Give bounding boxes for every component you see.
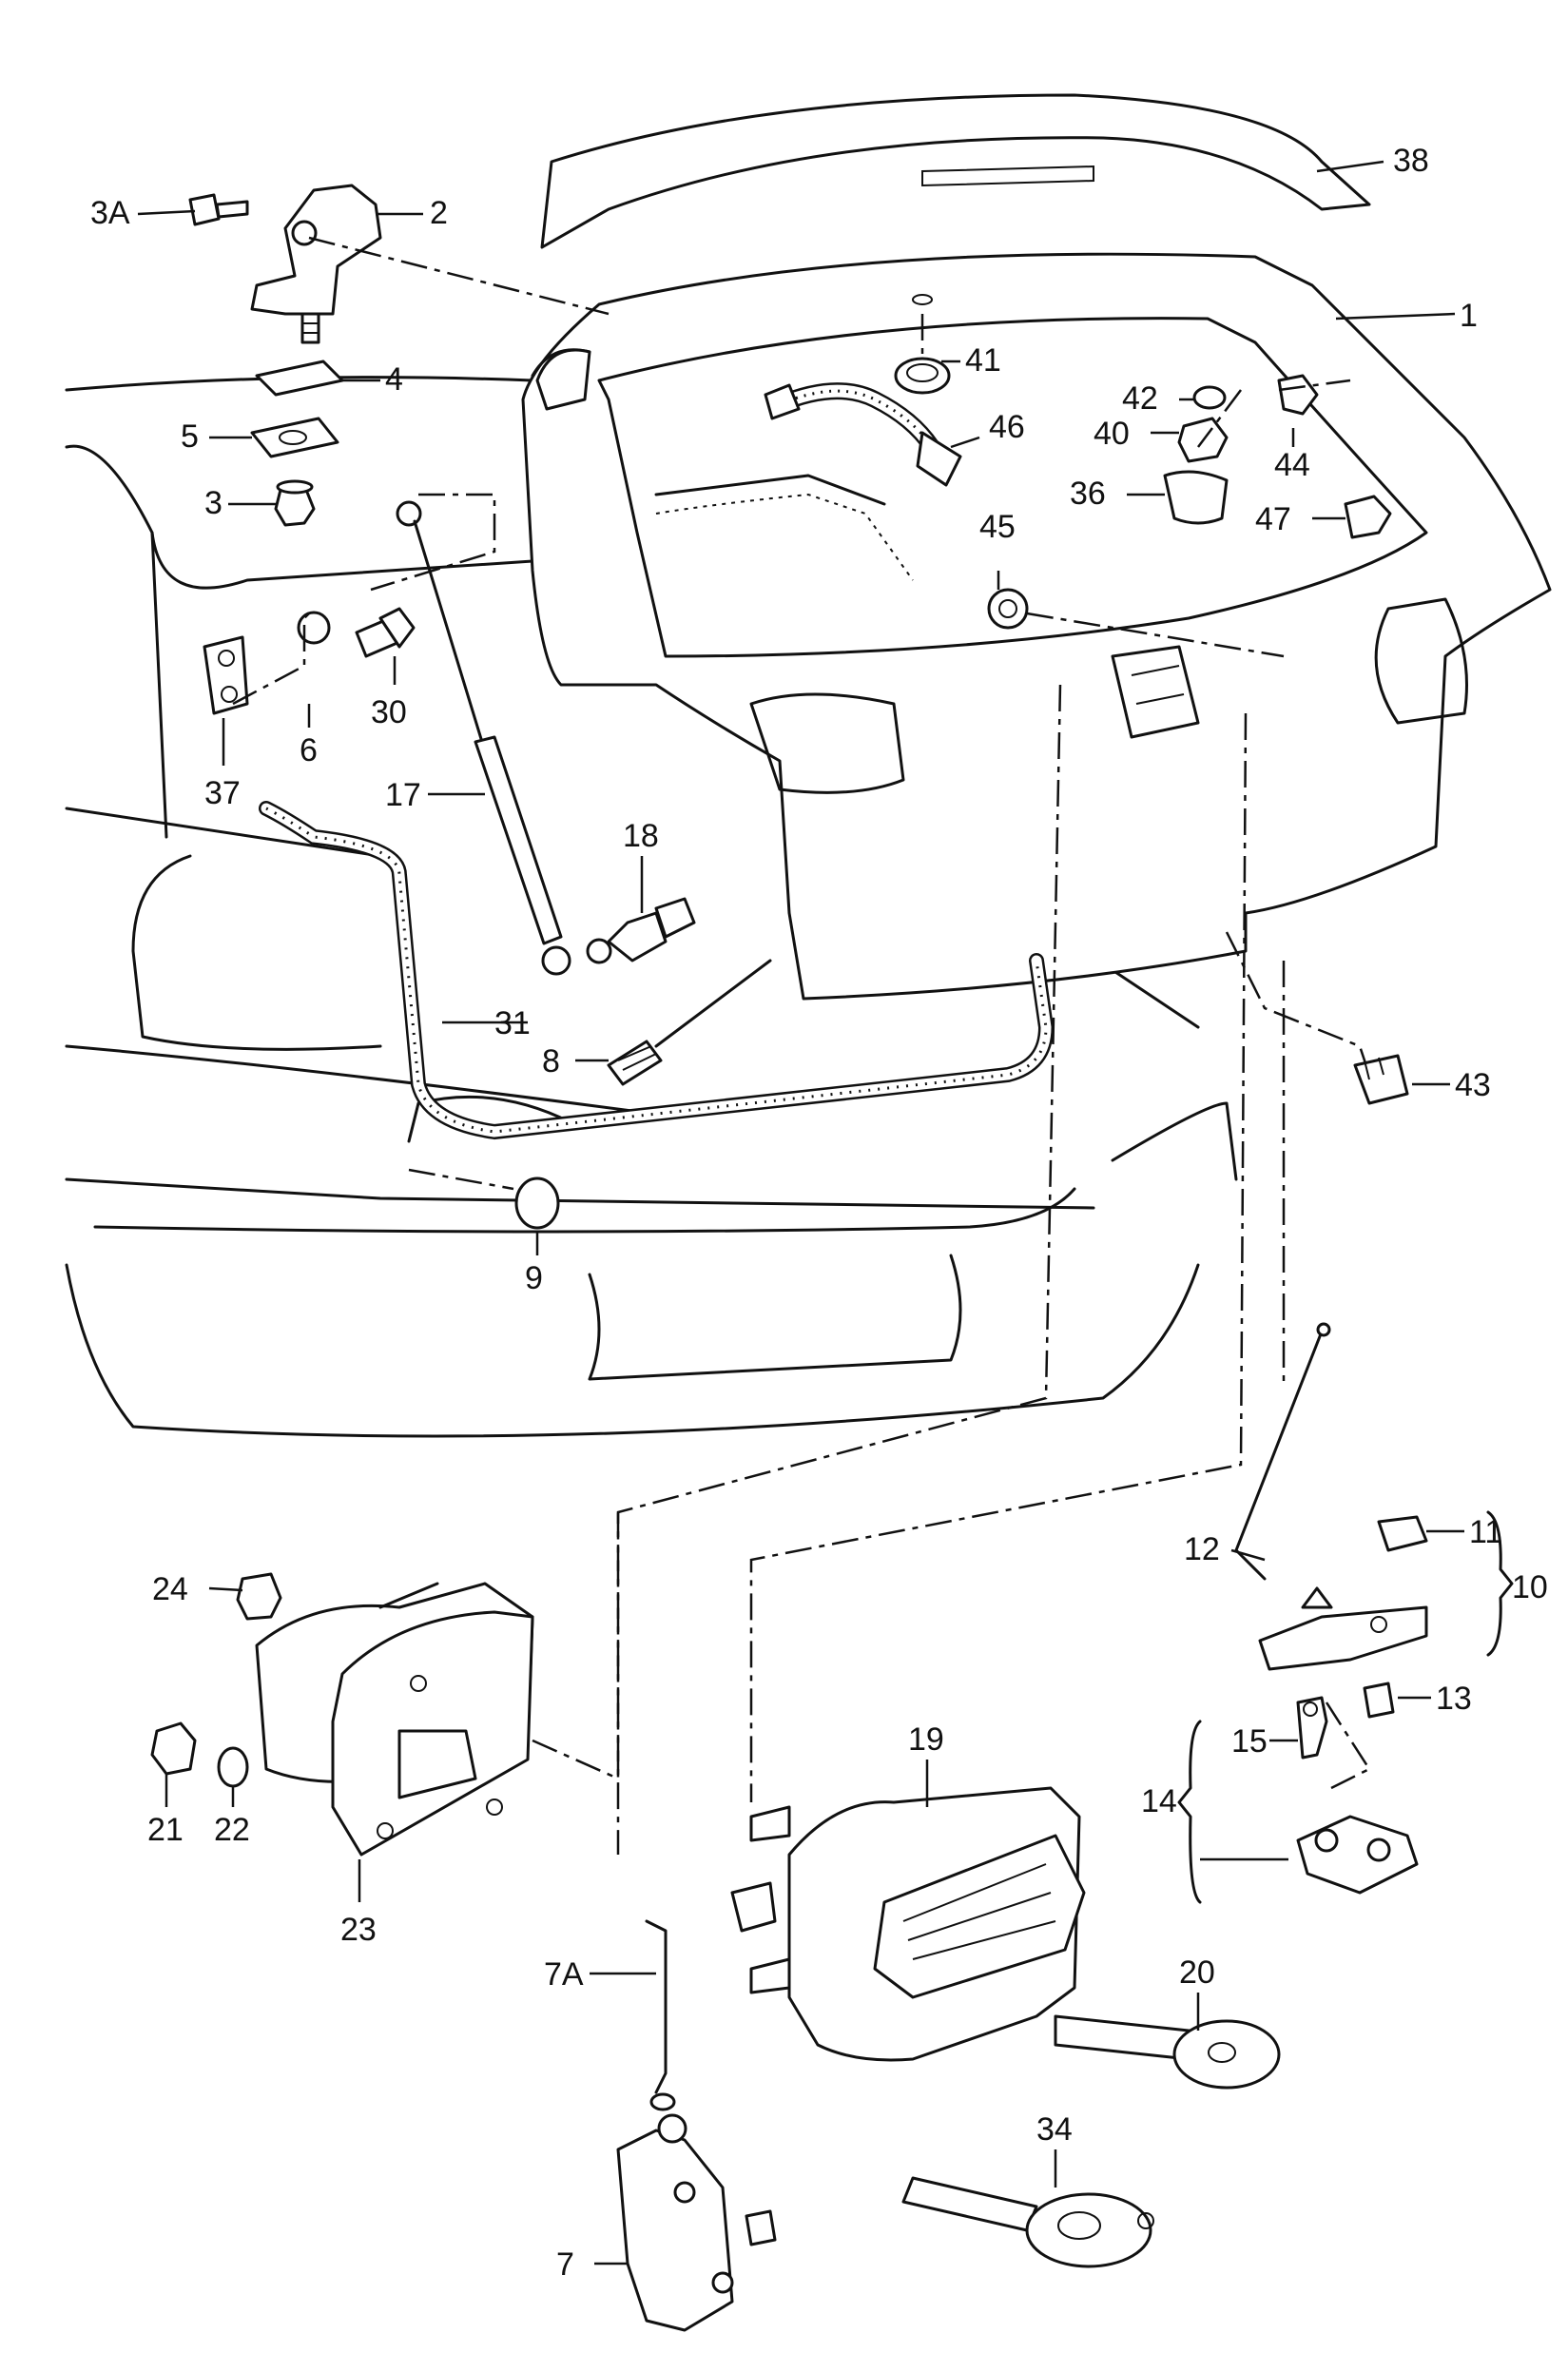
callout-12: 12 bbox=[1184, 1531, 1220, 1567]
hinge-leader bbox=[308, 236, 610, 316]
grommet-45 bbox=[987, 588, 1285, 658]
callout-20: 20 bbox=[1179, 1954, 1215, 1991]
callout-42: 42 bbox=[1122, 380, 1158, 417]
callout-5: 5 bbox=[181, 418, 199, 455]
callout-13: 13 bbox=[1436, 1681, 1472, 1717]
callout-41: 41 bbox=[965, 342, 1001, 379]
latch-mount-plate bbox=[1111, 645, 1200, 739]
callout-45: 45 bbox=[979, 509, 1016, 545]
callout-31: 31 bbox=[494, 1005, 531, 1041]
rubber-buffer bbox=[607, 959, 772, 1086]
bump-stop-bracket bbox=[203, 608, 331, 715]
callout-34: 34 bbox=[1036, 2111, 1073, 2148]
callout-4: 4 bbox=[385, 361, 403, 398]
grommet-41 bbox=[894, 294, 951, 395]
hinge-nut bbox=[274, 479, 316, 527]
callout-24: 24 bbox=[152, 1571, 188, 1607]
micro-switch-rod bbox=[645, 1919, 676, 2111]
callout-11: 11 bbox=[1469, 1514, 1502, 1550]
callout-38: 38 bbox=[1393, 143, 1429, 179]
tailgate-leaders bbox=[1197, 379, 1351, 448]
lock-cylinder bbox=[1054, 2014, 1281, 2090]
latch-cable-12 bbox=[1234, 1322, 1331, 1581]
callout-1: 1 bbox=[1460, 298, 1478, 334]
bracket-10 bbox=[1486, 1510, 1514, 1657]
key bbox=[901, 2176, 1154, 2268]
callout-8: 8 bbox=[542, 1043, 560, 1079]
callout-6: 6 bbox=[300, 732, 318, 768]
callout-labels: 1 2 3A 3 4 5 6 7 7A 8 9 10 11 12 13 14 1… bbox=[90, 143, 1548, 2283]
callout-15: 15 bbox=[1231, 1723, 1268, 1760]
callout-7a: 7A bbox=[544, 1956, 584, 1993]
callout-47: 47 bbox=[1255, 501, 1291, 537]
body-cap bbox=[408, 1168, 560, 1230]
callout-17: 17 bbox=[385, 777, 421, 813]
callout-3a: 3A bbox=[90, 195, 130, 231]
callout-44: 44 bbox=[1274, 447, 1310, 483]
bracket-14 bbox=[1177, 1720, 1202, 1904]
gas-strut bbox=[370, 493, 571, 976]
latch-switch-11 bbox=[1377, 1515, 1428, 1552]
callout-22: 22 bbox=[214, 1812, 250, 1848]
striker-14 bbox=[1296, 1815, 1419, 1895]
callout-14: 14 bbox=[1141, 1783, 1177, 1819]
callout-36: 36 bbox=[1070, 476, 1106, 512]
clip-44 bbox=[1277, 374, 1319, 416]
rear-spoiler bbox=[540, 93, 1371, 249]
clip-43 bbox=[1353, 1054, 1409, 1105]
hinge-bolt bbox=[188, 193, 249, 226]
tailgate-hinge bbox=[250, 184, 382, 344]
callout-30: 30 bbox=[371, 694, 407, 730]
handle-housing-left bbox=[255, 1512, 620, 1857]
handle-housing-right bbox=[730, 1786, 1086, 2062]
tailgate-latch bbox=[1258, 1586, 1428, 1671]
callout-leaders bbox=[137, 160, 1464, 2265]
callout-9: 9 bbox=[525, 1260, 543, 1296]
buffer-47 bbox=[1344, 495, 1392, 539]
bracket-bolt bbox=[355, 607, 416, 658]
hinge-gasket bbox=[255, 360, 344, 397]
callout-43: 43 bbox=[1455, 1067, 1491, 1103]
callout-18: 18 bbox=[623, 818, 659, 854]
callout-7: 7 bbox=[556, 2246, 574, 2283]
callout-46: 46 bbox=[989, 409, 1025, 445]
callout-3: 3 bbox=[204, 485, 223, 521]
washer-22 bbox=[217, 1746, 249, 1788]
callout-2: 2 bbox=[430, 195, 448, 231]
bump-stop-36 bbox=[1163, 470, 1229, 525]
ball-stud bbox=[586, 897, 696, 964]
callout-21: 21 bbox=[147, 1812, 184, 1848]
callout-23: 23 bbox=[340, 1912, 377, 1948]
nut-24 bbox=[236, 1572, 282, 1621]
callout-40: 40 bbox=[1094, 416, 1130, 452]
washer-hose-46 bbox=[764, 382, 962, 487]
callout-37: 37 bbox=[204, 775, 241, 811]
striker-screw-15 bbox=[1296, 1696, 1328, 1760]
micro-switch bbox=[616, 2113, 777, 2332]
latch-screw-13 bbox=[1363, 1682, 1395, 1719]
tailgate bbox=[521, 252, 1552, 1001]
nut-21 bbox=[150, 1721, 197, 1776]
callout-19: 19 bbox=[908, 1721, 944, 1758]
callout-10: 10 bbox=[1512, 1569, 1548, 1605]
weatherstrip bbox=[259, 801, 1055, 1140]
washer-42 bbox=[1192, 385, 1227, 410]
hinge-plate bbox=[250, 417, 339, 458]
